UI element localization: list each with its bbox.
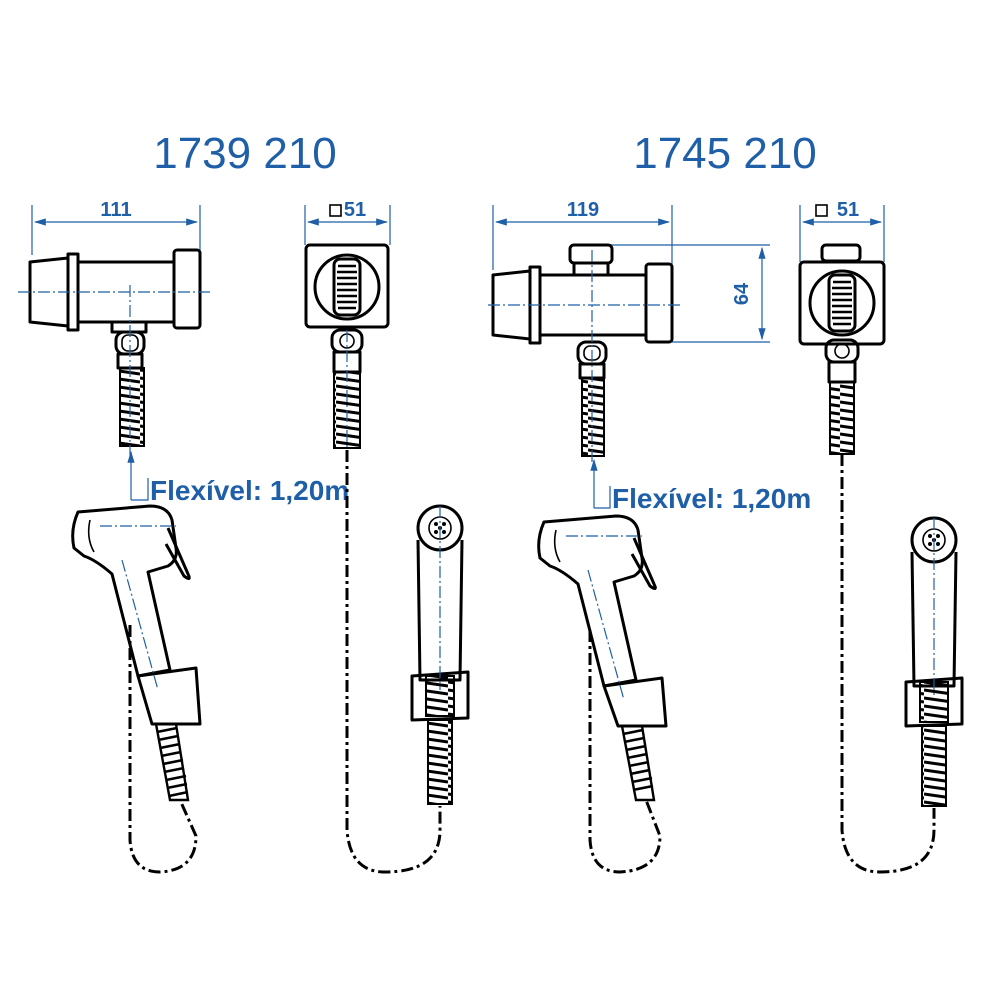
model-2-code: 1745 210 <box>633 129 817 178</box>
model-2-hose-path-front <box>840 454 936 874</box>
model-1-hose-path-front <box>345 450 442 874</box>
model-1-hose-label: Flexível: 1,20m <box>150 475 349 506</box>
model-1-code: 1739 210 <box>153 129 337 178</box>
model-1-hose-callout: Flexível: 1,20m <box>127 450 349 506</box>
model-2-hose-path-side <box>588 630 662 874</box>
model-2-sprayer-front <box>904 516 964 807</box>
model-1-hose-path-side <box>128 625 198 874</box>
model-1-sprayer-front <box>410 504 470 805</box>
model-1-width-dim: 111 <box>100 199 131 221</box>
model-2-hose-label: Flexível: 1,20m <box>612 483 811 514</box>
model-1-side-view: 111 <box>18 199 210 460</box>
model-2-width-dim: 119 <box>567 199 599 221</box>
model-1-sprayer-side <box>71 504 202 802</box>
model-1-front-view: 51 <box>304 199 391 460</box>
model-2-front-view: 51 <box>798 199 886 455</box>
model-2-square-dim: 51 <box>837 199 859 221</box>
model-1-square-dim: 51 <box>344 199 366 221</box>
model-2-side-view: 119 64 <box>488 199 770 465</box>
model-2-hose-callout: Flexível: 1,20m <box>590 458 811 514</box>
model-2-height-dim: 64 <box>731 282 753 305</box>
model-2-sprayer-side <box>537 514 668 802</box>
